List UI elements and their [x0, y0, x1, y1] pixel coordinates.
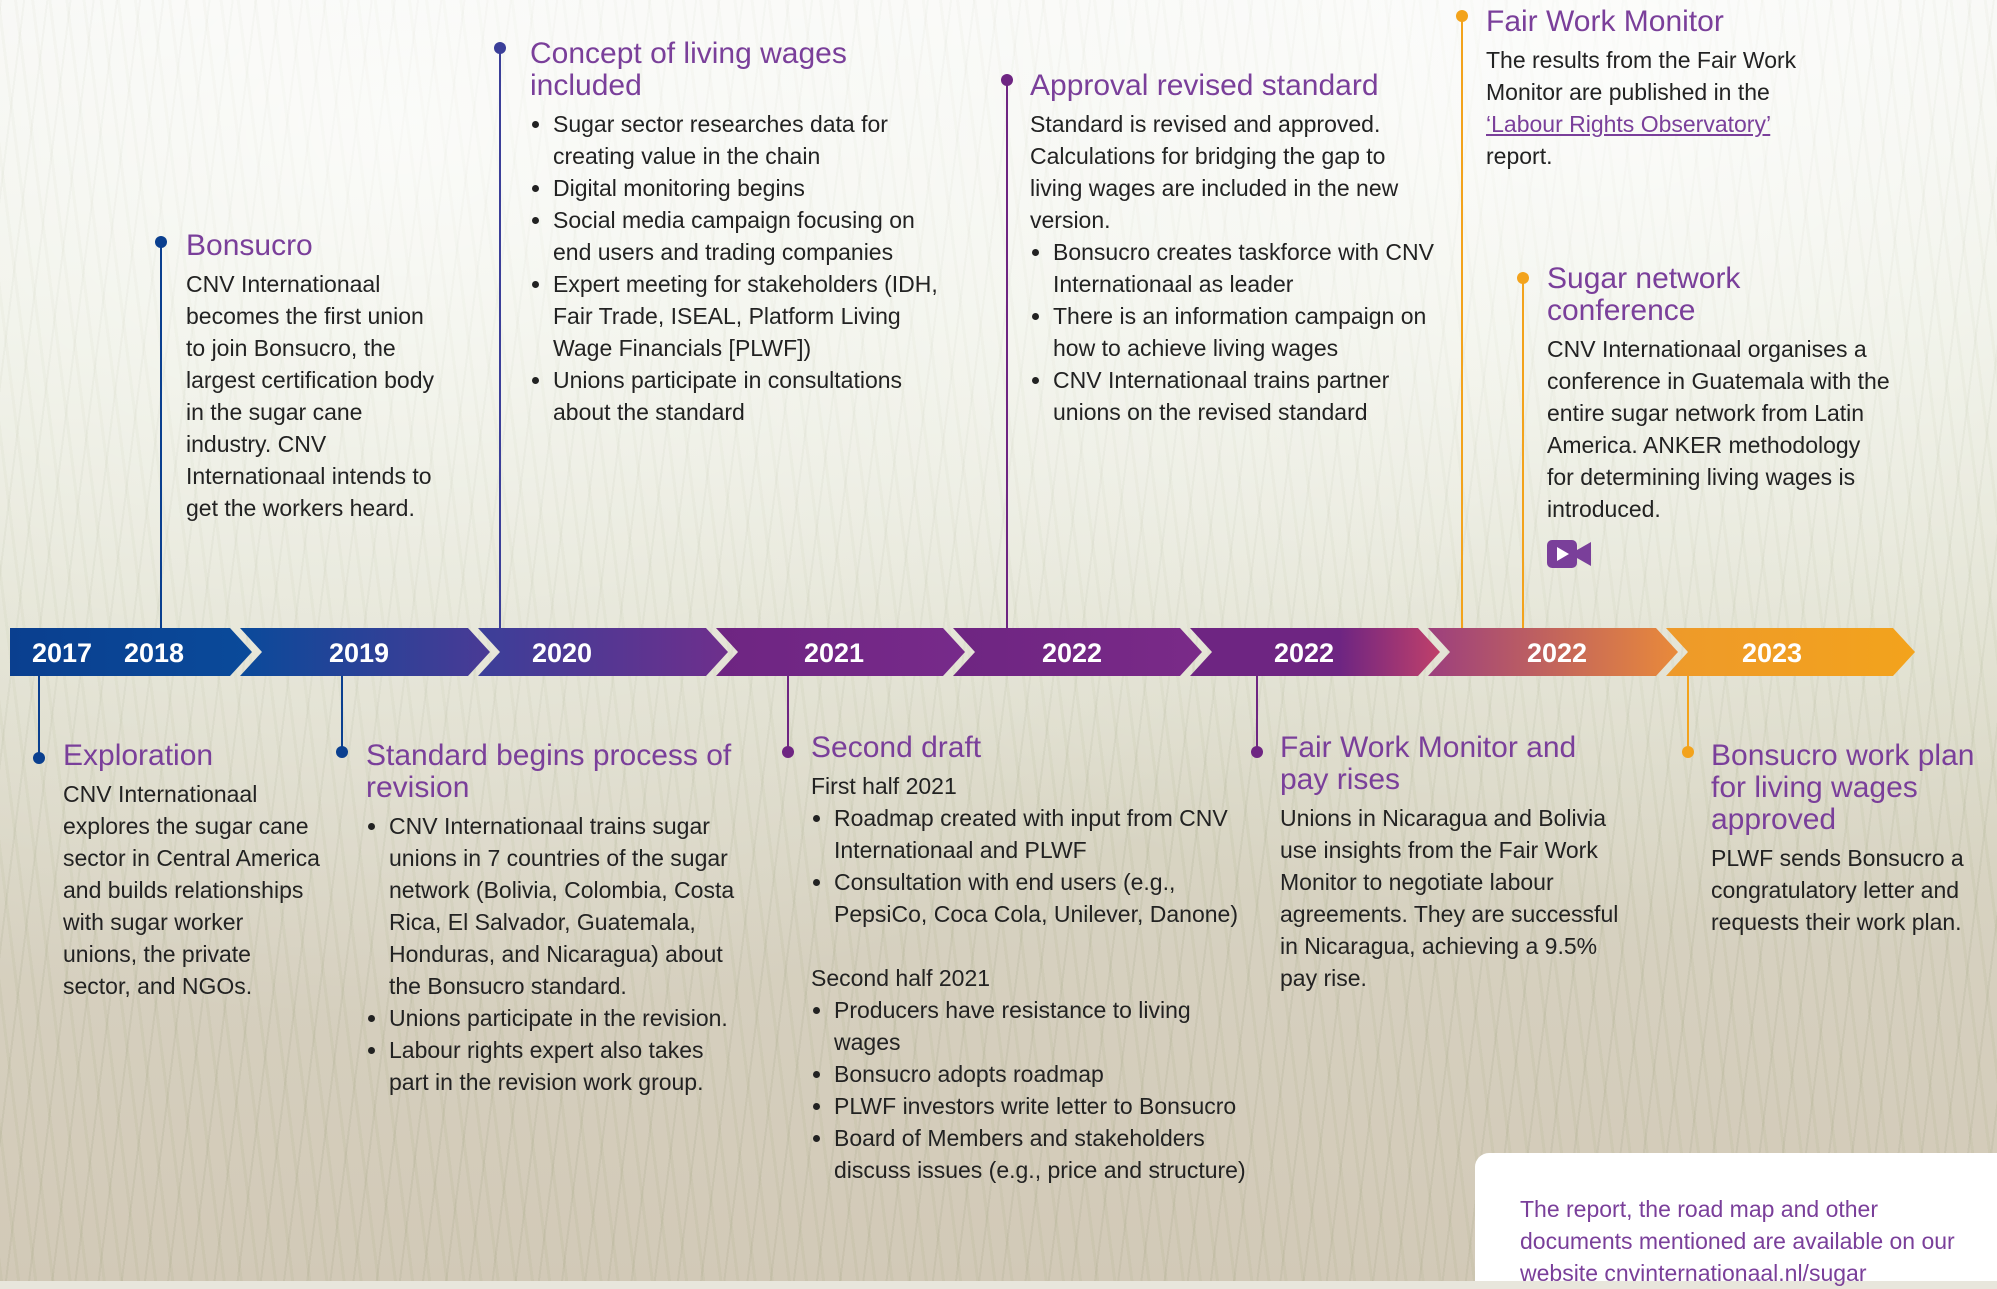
list-item: CNV Internationaal trains partner unions… — [1053, 364, 1435, 428]
event-list: Producers have resistance to living wage… — [811, 994, 1251, 1186]
event-text: Standard is revised and approved. Calcul… — [1030, 111, 1399, 233]
event-title: Sugar network conference — [1547, 262, 1741, 327]
event-text: CNV Internationaal explores the sugar ca… — [63, 781, 320, 999]
connector-dot — [1456, 10, 1468, 22]
year-label-2022-a: 2022 — [1041, 638, 1103, 668]
event-list: Bonsucro creates taskforce with CNV Inte… — [1030, 236, 1435, 428]
year-label-2019: 2019 — [328, 638, 390, 668]
segment-2022-c — [1428, 628, 1678, 676]
connector-dot — [336, 746, 348, 758]
event-list: Roadmap created with input from CNV Inte… — [811, 802, 1251, 930]
list-item: Bonsucro creates taskforce with CNV Inte… — [1053, 236, 1435, 300]
text-after: report. — [1486, 143, 1553, 169]
connector-dot — [33, 752, 45, 764]
year-label-2018: 2018 — [123, 638, 185, 668]
event-text: Unions in Nicaragua and Bolivia use insi… — [1280, 805, 1619, 991]
list-item: Digital monitoring begins — [553, 172, 950, 204]
connector-line — [1687, 676, 1689, 752]
event-text: CNV Internationaal becomes the first uni… — [186, 271, 435, 521]
connector-dot — [1001, 74, 1013, 86]
event-second-draft: Second draft First half 2021 Roadmap cre… — [811, 732, 1251, 1186]
list-item: Expert meeting for stakeholders (IDH, Fa… — [553, 268, 950, 364]
connector-dot — [1517, 272, 1529, 284]
event-standard-revision: Standard begins process of revision CNV … — [366, 740, 736, 1098]
list-item: PLWF investors write letter to Bonsucro — [834, 1090, 1251, 1122]
event-living-wages-concept: Concept of living wages included Sugar s… — [530, 38, 950, 428]
connector-line — [341, 676, 343, 752]
year-label-2022-b: 2022 — [1273, 638, 1335, 668]
connector-dot — [1251, 746, 1263, 758]
list-item: Labour rights expert also takes part in … — [389, 1034, 736, 1098]
year-label-2023: 2023 — [1741, 638, 1803, 668]
connector-dot — [782, 746, 794, 758]
list-item: CNV Internationaal trains sugar unions i… — [389, 810, 736, 1002]
event-fwm-pay-rises: Fair Work Monitor and pay rises Unions i… — [1280, 732, 1630, 994]
segment-2022-a — [953, 628, 1202, 676]
connector-line — [160, 242, 162, 628]
second-half-label: Second half 2021 — [811, 965, 991, 991]
event-fair-work-monitor: Fair Work Monitor The results from the F… — [1486, 6, 1806, 172]
event-title: Bonsucro work plan for living wages appr… — [1711, 739, 1975, 836]
event-approval: Approval revised standard Standard is re… — [1030, 70, 1435, 428]
event-title: Fair Work Monitor — [1486, 5, 1724, 38]
list-item: Consultation with end users (e.g., Pepsi… — [834, 866, 1251, 930]
event-title: Second draft — [811, 731, 982, 764]
list-item: Producers have resistance to living wage… — [834, 994, 1251, 1058]
connector-line — [1006, 80, 1008, 628]
connector-line — [1461, 16, 1463, 628]
timeline-bar — [10, 628, 1915, 676]
segment-2023 — [1666, 628, 1915, 676]
connector-dot — [494, 42, 506, 54]
list-item: Unions participate in the revision. — [389, 1002, 736, 1034]
list-item: Board of Members and stakeholders discus… — [834, 1122, 1251, 1186]
year-label-2021: 2021 — [803, 638, 865, 668]
list-item: Social media campaign focusing on end us… — [553, 204, 950, 268]
first-half-label: First half 2021 — [811, 773, 957, 799]
connector-line — [1256, 676, 1258, 752]
event-bonsucro: Bonsucro CNV Internationaal becomes the … — [186, 230, 436, 524]
event-text: PLWF sends Bonsucro a congratulatory let… — [1711, 845, 1964, 935]
event-text: The results from the Fair Work Monitor a… — [1486, 44, 1806, 172]
connector-line — [38, 676, 40, 758]
year-label-2020: 2020 — [531, 638, 593, 668]
connector-dot — [1682, 746, 1694, 758]
connector-line — [1522, 278, 1524, 628]
connector-dot — [155, 236, 167, 248]
list-item: Roadmap created with input from CNV Inte… — [834, 802, 1251, 866]
event-exploration: Exploration CNV Internationaal explores … — [63, 740, 323, 1002]
event-title: Concept of living wages included — [530, 37, 847, 102]
list-item: Unions participate in consultations abou… — [553, 364, 950, 428]
event-list: CNV Internationaal trains sugar unions i… — [366, 810, 736, 1098]
event-sugar-network-conference: Sugar network conference CNV Internation… — [1547, 263, 1892, 525]
event-title: Bonsucro — [186, 229, 313, 262]
footer-text: The report, the road map and other docum… — [1520, 1196, 1955, 1286]
labour-rights-observatory-link[interactable]: ‘Labour Rights Observatory’ — [1486, 111, 1771, 137]
list-item: Bonsucro adopts roadmap — [834, 1058, 1251, 1090]
event-text: CNV Internationaal organises a conferenc… — [1547, 336, 1890, 522]
segment-2019 — [240, 628, 490, 676]
segment-2021 — [716, 628, 965, 676]
event-title: Exploration — [63, 739, 214, 772]
event-title: Fair Work Monitor and pay rises — [1280, 731, 1577, 796]
text-before: The results from the Fair Work Monitor a… — [1486, 47, 1797, 105]
list-item: There is an information campaign on how … — [1053, 300, 1435, 364]
segment-2022-b — [1190, 628, 1440, 676]
year-label-2022-c: 2022 — [1526, 638, 1588, 668]
connector-line — [787, 676, 789, 752]
year-label-2017: 2017 — [31, 638, 93, 668]
list-item: Sugar sector researches data for creatin… — [553, 108, 950, 172]
segment-2017-2018 — [10, 628, 252, 676]
footer-note: The report, the road map and other docum… — [1475, 1153, 1997, 1286]
segment-2020 — [478, 628, 728, 676]
event-work-plan: Bonsucro work plan for living wages appr… — [1711, 740, 1991, 938]
event-title: Approval revised standard — [1030, 69, 1379, 102]
video-icon[interactable] — [1547, 538, 1593, 570]
connector-line — [499, 48, 501, 628]
event-title: Standard begins process of revision — [366, 739, 732, 804]
event-list: Sugar sector researches data for creatin… — [530, 108, 950, 428]
